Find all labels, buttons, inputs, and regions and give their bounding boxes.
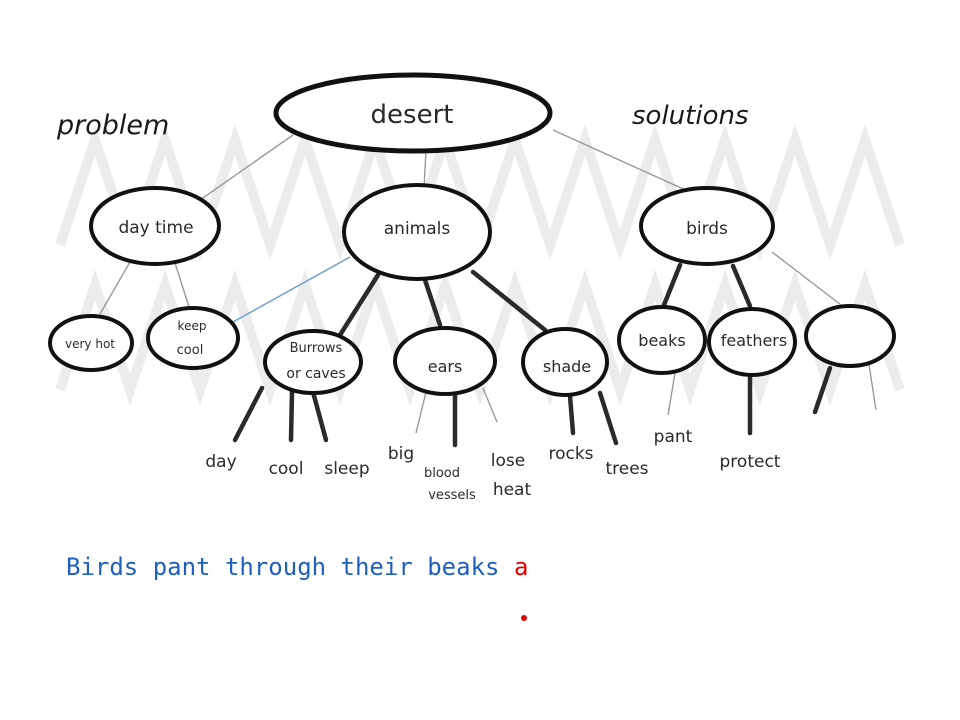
node-ears [393,326,497,396]
leaf-lose-heat-2: heat [493,480,532,500]
node-burrows [263,329,363,395]
node-empty [804,304,896,368]
connector-daytime-veryhot [99,261,131,315]
node-burrows-label-2: or caves [286,366,345,382]
leaf-sleep: sleep [324,459,369,479]
solutions-heading: solutions [632,101,749,131]
node-desert [273,72,553,154]
leaf-big: big [388,444,414,464]
node-keep-cool-label-1: keep [178,319,207,333]
summary-sentence-tail: a [513,553,529,581]
connector-burrows-day [232,385,265,443]
red-dot-marker [521,615,527,621]
leaf-protect: protect [720,452,781,472]
node-animals-label: animals [384,219,451,239]
node-shade-label: shade [543,357,591,376]
node-keep-cool-label-2: cool [177,343,204,358]
node-feathers [707,307,797,377]
connector-burrows-sleep [310,389,329,443]
node-burrows-label-1: Burrows [290,341,343,356]
connector-animals-keepcool [232,256,351,323]
node-birds [639,186,775,266]
problem-heading: problem [56,110,169,141]
node-very-hot [48,314,134,372]
connector-empty-right [867,357,877,411]
connector-burrows-cool [288,389,295,443]
node-beaks-label: beaks [638,331,685,350]
node-day-time-label: day time [118,218,193,238]
connector-daytime-keepcool [174,262,191,311]
connector-birds-beaks [661,262,683,308]
leaf-day: day [205,452,236,472]
thick-connectors [232,262,833,448]
node-ears-label: ears [428,357,463,376]
summary-sentence: Birds pant through their beaks a [66,553,528,581]
leaf-trees: trees [605,459,648,479]
node-desert-label: desert [371,100,454,130]
summary-sentence-main: Birds pant through their beaks [66,553,514,581]
leaf-lose-heat-1: lose [491,451,525,471]
node-feathers-label: feathers [721,331,787,350]
connector-animals-shade [470,269,548,333]
connector-beaks-pant [667,372,676,416]
leaf-cool: cool [269,459,304,479]
connector-ears-big [415,391,427,434]
connector-animals-ears [422,277,443,328]
node-shade [521,327,609,397]
connector-desert-animals [423,149,427,189]
leaf-blood-vessels-1: blood [424,466,460,481]
node-beaks [617,305,707,375]
connector-ears-loseheat [482,387,498,423]
connector-birds-empty [771,251,846,309]
node-day-time [89,186,221,266]
thin-connectors [415,357,877,434]
node-keep-cool [146,306,240,370]
leaf-rocks: rocks [548,444,593,464]
node-birds-label: birds [686,219,728,239]
connectors [99,129,846,323]
node-animals [342,183,492,281]
connector-shade-rocks [567,393,576,436]
leaf-pant: pant [654,427,693,447]
connector-birds-feathers [730,263,753,309]
connector-desert-birds [552,129,691,193]
connector-shade-trees [597,390,619,446]
connector-empty-left [812,365,833,415]
leaf-blood-vessels-2: vessels [428,488,476,503]
node-very-hot-label: very hot [65,337,115,351]
connector-animals-burrows [337,272,381,338]
connector-desert-daytime [199,134,294,201]
